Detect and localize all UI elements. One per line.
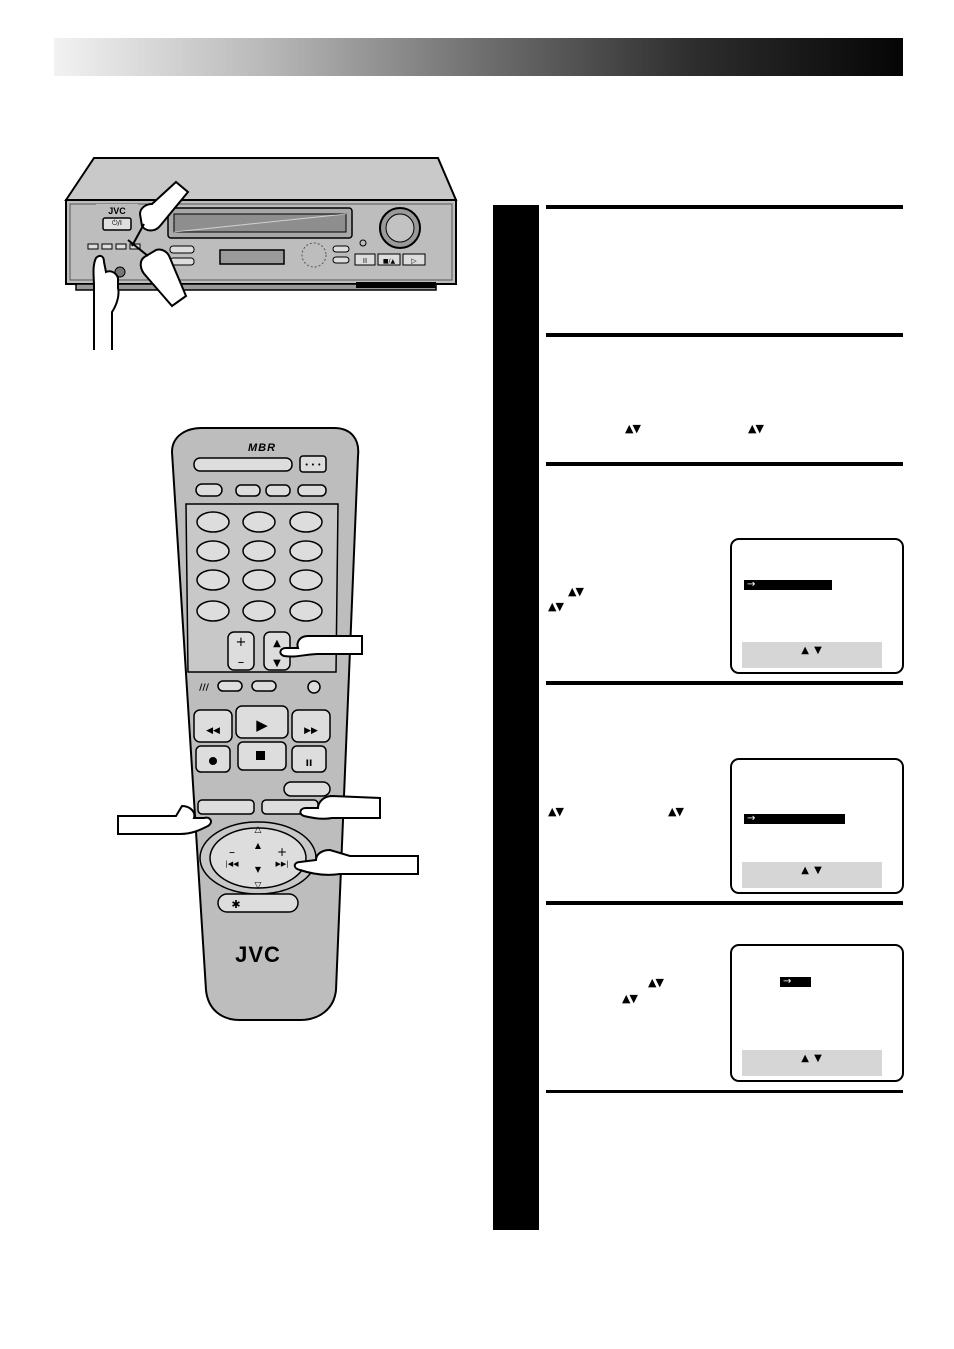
step4-divider [546, 681, 903, 685]
page-header-bar [54, 38, 903, 76]
step3-divider [546, 462, 903, 466]
svg-text:■/▲: ■/▲ [383, 258, 396, 265]
svg-text:///: /// [199, 683, 210, 693]
vcr-illustration: II ■/▲ ▷ [64, 157, 458, 350]
svg-text:✱: ✱ [231, 898, 240, 911]
svg-text:• • •: • • • [305, 461, 322, 469]
steps-sidebar [493, 205, 539, 1230]
step5-arrow-keys-2: ▲▼ [622, 992, 638, 1005]
step3-arrow-keys-2: ▲▼ [548, 600, 564, 613]
step6-divider [546, 1090, 903, 1093]
osd-footer: ▲ ▼ [742, 642, 882, 668]
step2-divider [546, 333, 903, 337]
svg-text:▼: ▼ [255, 865, 262, 874]
vcr-power-button[interactable]: ⏻/I [112, 219, 122, 227]
osd-screen-step3: → ▲ ▼ [730, 538, 904, 674]
svg-text:–: – [229, 845, 235, 859]
svg-text:▶: ▶ [256, 716, 268, 734]
svg-text:II: II [363, 257, 367, 265]
svg-text:+: + [236, 635, 247, 650]
osd-cursor-icon: → [747, 813, 756, 824]
svg-text:II: II [306, 759, 313, 769]
step2-arrow-keys-2: ▲▼ [748, 422, 764, 435]
osd-footer: ▲ ▼ [742, 862, 882, 888]
svg-text:◀◀: ◀◀ [206, 726, 220, 736]
remote-brand-logo: JVC [235, 942, 281, 967]
svg-text:▷: ▷ [411, 257, 417, 265]
step5-arrow-keys-1: ▲▼ [648, 976, 664, 989]
step4-arrow-keys-1: ▲▼ [548, 805, 564, 818]
osd-cursor-icon: → [783, 976, 792, 987]
step1-divider [546, 205, 903, 209]
svg-text:–: – [238, 655, 245, 670]
step5-divider [546, 901, 903, 905]
svg-text:|◀◀: |◀◀ [225, 860, 239, 868]
svg-text:▶▶: ▶▶ [304, 726, 318, 736]
svg-text:▶▶|: ▶▶| [275, 860, 288, 868]
osd-cursor-icon: → [747, 579, 756, 590]
osd-screen-step4: → ▲ ▼ [730, 758, 904, 894]
osd-selection-bar: → [744, 814, 845, 824]
svg-text:▼: ▼ [273, 658, 281, 669]
osd-screen-step5: → ▲ ▼ [730, 944, 904, 1082]
step3-arrow-keys-1: ▲▼ [568, 585, 584, 598]
vcr-brand-logo: JVC [108, 206, 126, 216]
svg-text:▽: ▽ [255, 881, 262, 891]
svg-text:+: + [277, 845, 287, 859]
step4-arrow-keys-2: ▲▼ [668, 805, 684, 818]
svg-text:▲: ▲ [255, 841, 262, 850]
svg-text:▲: ▲ [273, 638, 281, 649]
remote-mbr-logo: MBR [247, 442, 277, 454]
osd-selection-bar: → [744, 580, 832, 590]
step2-arrow-keys-1: ▲▼ [625, 422, 641, 435]
svg-text:△: △ [255, 825, 262, 835]
osd-selection-bar: → [780, 977, 811, 987]
osd-footer: ▲ ▼ [742, 1050, 882, 1076]
